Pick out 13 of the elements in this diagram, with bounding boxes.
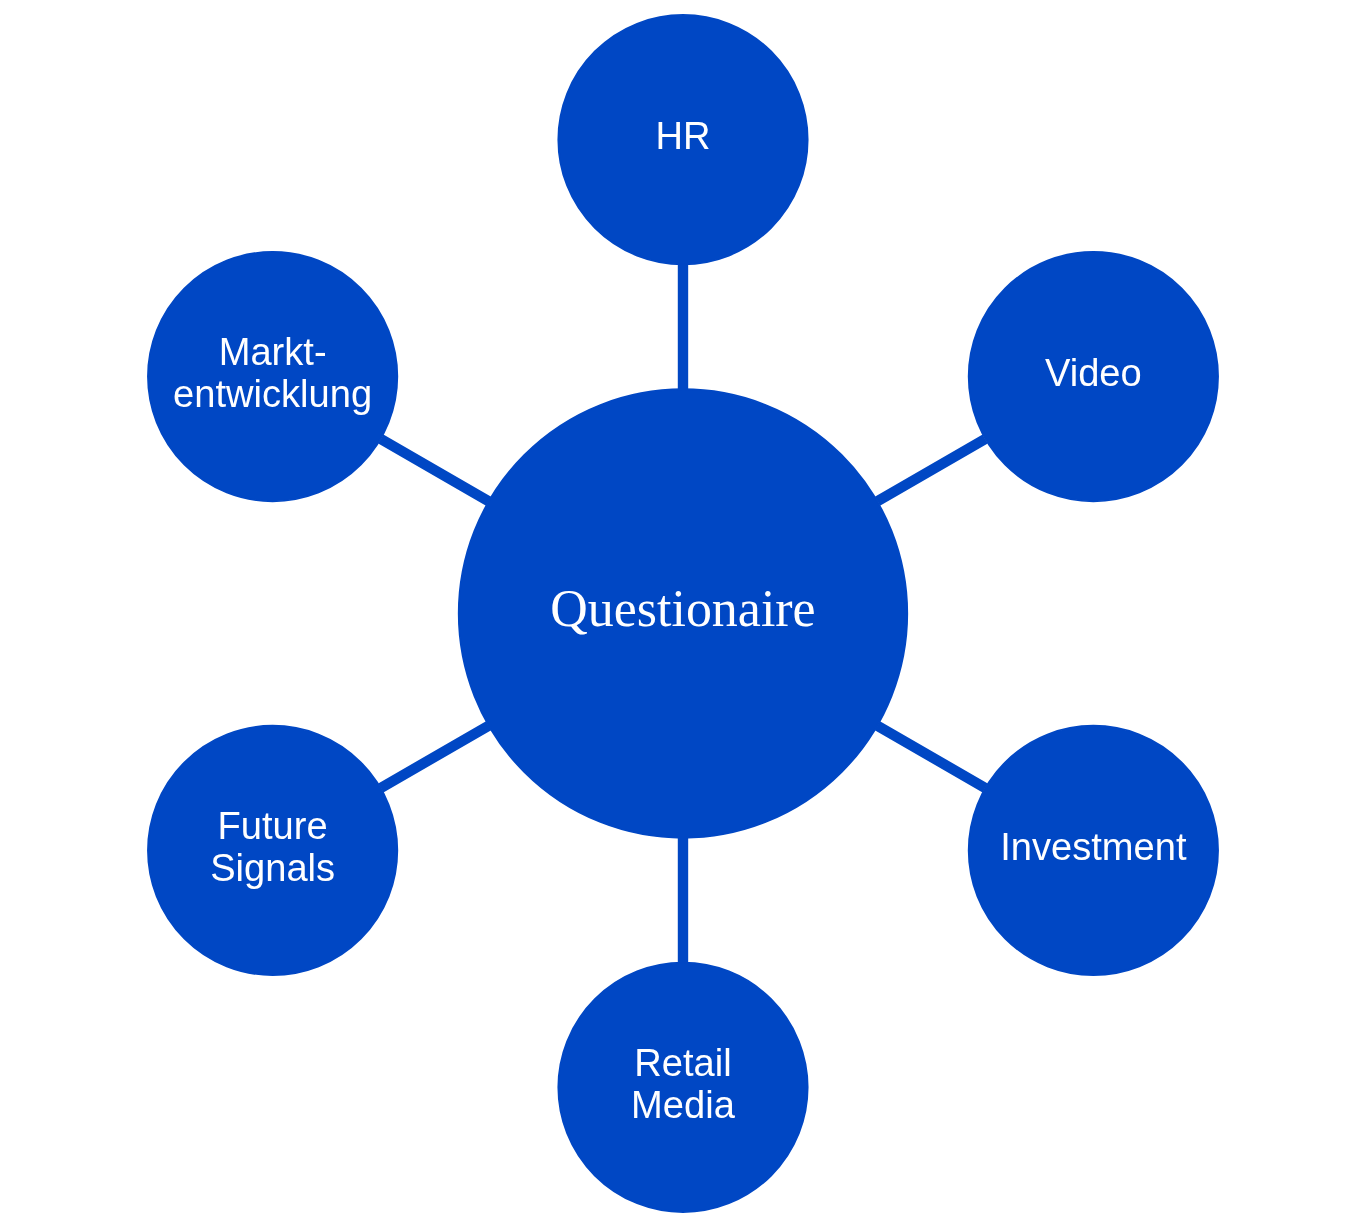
connector [874,434,988,506]
node-circle: Future Signals [147,724,399,976]
connector [874,721,988,793]
connector [378,434,492,506]
connector [378,721,492,793]
node-circle: Video [967,251,1219,503]
node-circle: HR [557,14,809,266]
node-circle: Retail Media [557,961,809,1213]
node-circle: Investment [967,724,1219,976]
connector [677,264,689,390]
node-circle: Questionaire [457,388,909,839]
connector [677,837,689,963]
node-circle: Markt- entwicklung [147,251,399,503]
